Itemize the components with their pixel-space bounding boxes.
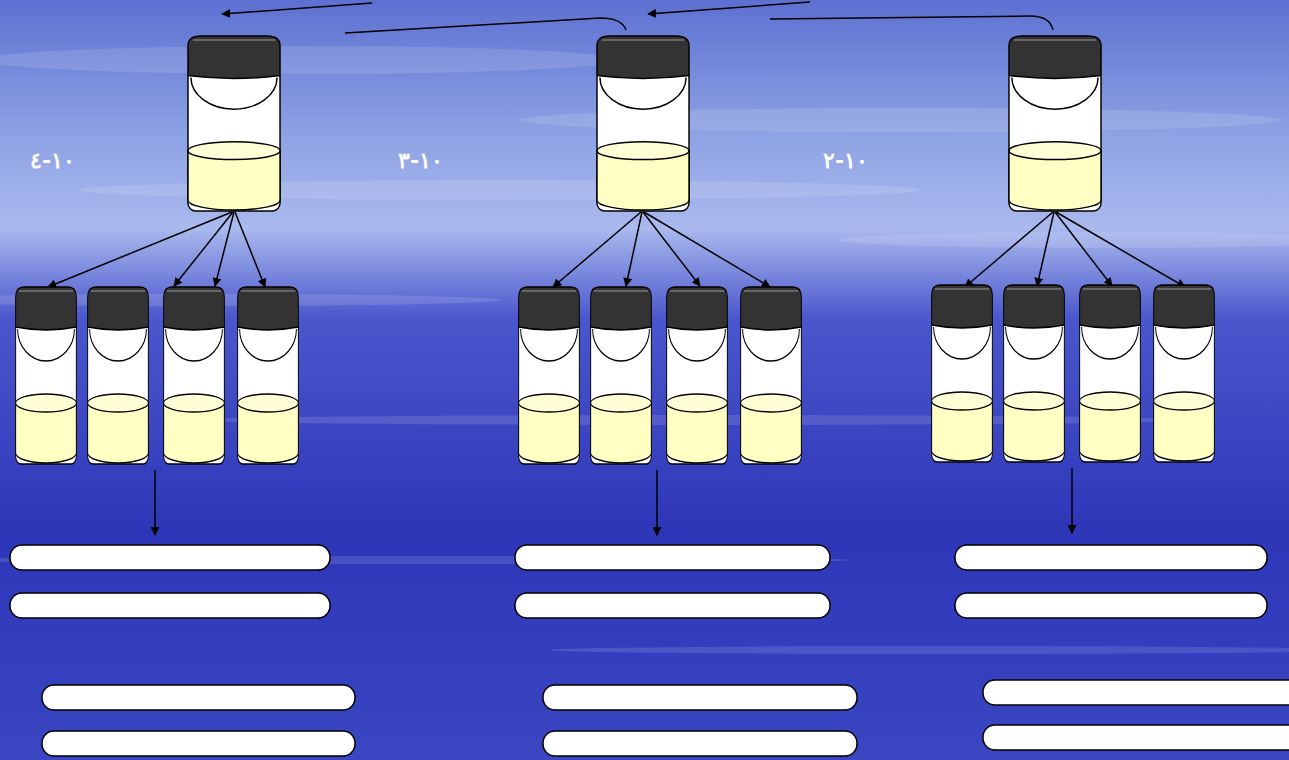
dilution-factor: ١٠-٢ <box>823 148 868 172</box>
dilution-factor: ١٠-٣ <box>398 148 443 172</box>
dilution-factor: ١٠-٤ <box>30 148 75 172</box>
